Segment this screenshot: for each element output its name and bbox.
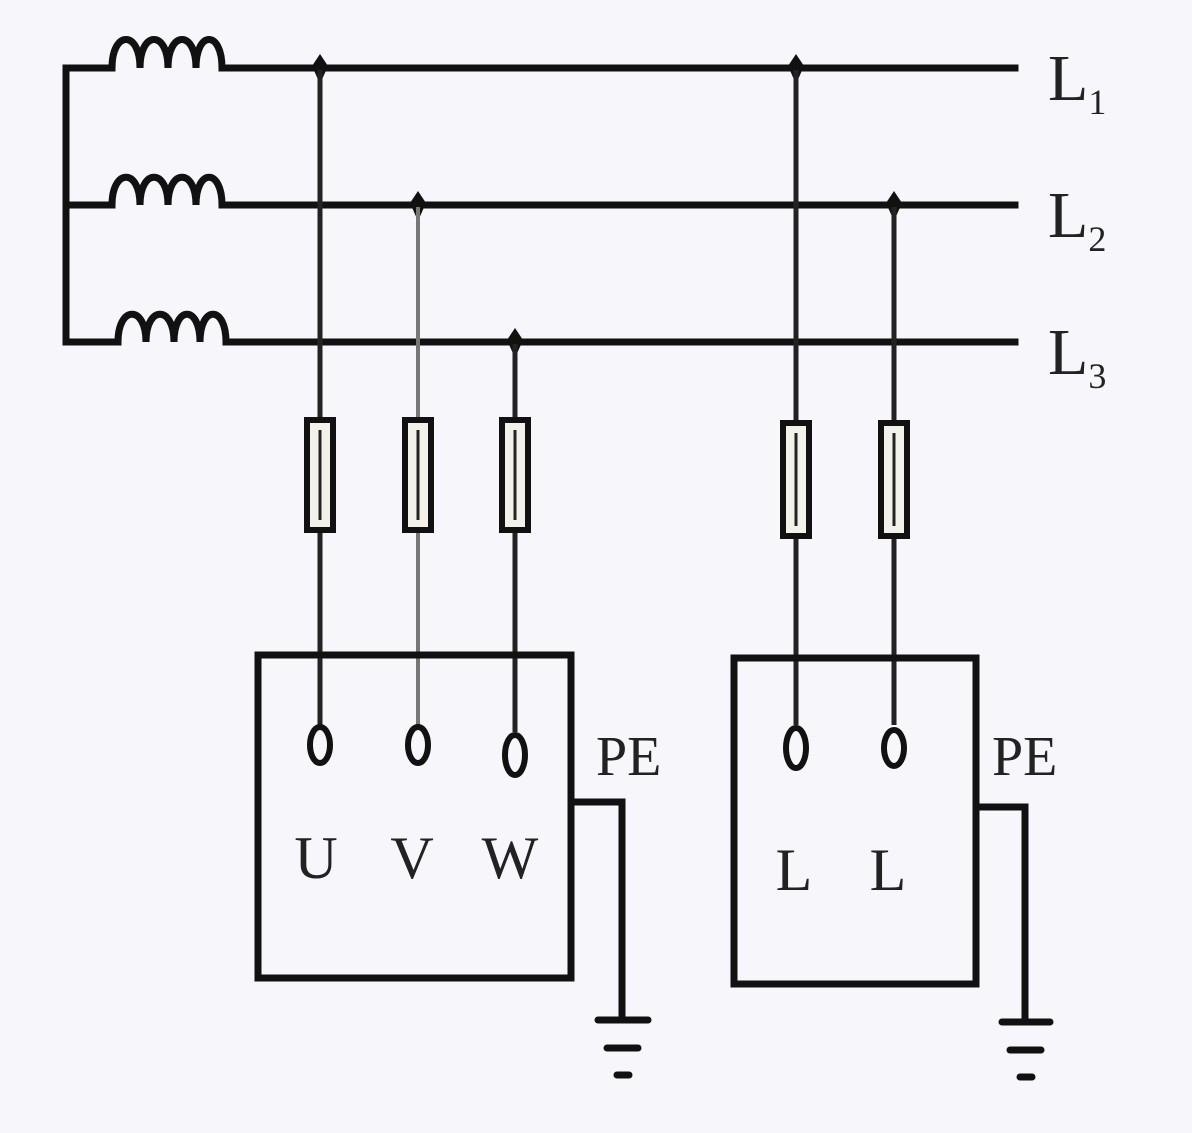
fuse-w: [499, 417, 531, 533]
pe-label-single-phase: PE: [992, 726, 1057, 788]
svg-text:L3: L3: [1048, 316, 1106, 396]
coil-l2: [108, 173, 226, 209]
terminal-l-b: [881, 727, 907, 769]
svg-text:L1: L1: [1048, 42, 1106, 122]
ground-icon: [594, 1016, 652, 1079]
terminal-u: [307, 724, 333, 766]
coil-l1: [108, 36, 226, 72]
terminal-label-u: U: [294, 825, 337, 891]
terminal-l-a: [783, 725, 809, 771]
fuse-l-b: [878, 420, 910, 539]
fuse-l-a: [780, 420, 812, 539]
terminal-label-l-b: L: [870, 837, 907, 903]
terminal-v: [405, 724, 431, 766]
ground-icon: [998, 1018, 1054, 1081]
source-star-connection: [62, 64, 122, 346]
line-label-l3: L3: [1048, 316, 1106, 396]
terminal-label-v: V: [390, 825, 433, 891]
fuse-v: [402, 417, 434, 533]
single-phase-load-enclosure: [730, 654, 980, 988]
line-label-l1: L1: [1048, 42, 1106, 122]
fuse-u: [304, 417, 336, 533]
svg-text:L2: L2: [1048, 179, 1106, 259]
terminal-w: [502, 732, 528, 778]
three-phase-load-enclosure: [254, 651, 575, 982]
pe-conductor-three-phase: [569, 798, 626, 1022]
pe-label-three-phase: PE: [596, 726, 661, 788]
line-label-l2: L2: [1048, 179, 1106, 259]
junction-nodes: [312, 54, 902, 358]
terminal-label-w: W: [482, 825, 539, 891]
pe-conductor-single-phase: [974, 803, 1029, 1024]
coil-l3: [114, 310, 230, 346]
terminal-label-l-a: L: [776, 837, 813, 903]
